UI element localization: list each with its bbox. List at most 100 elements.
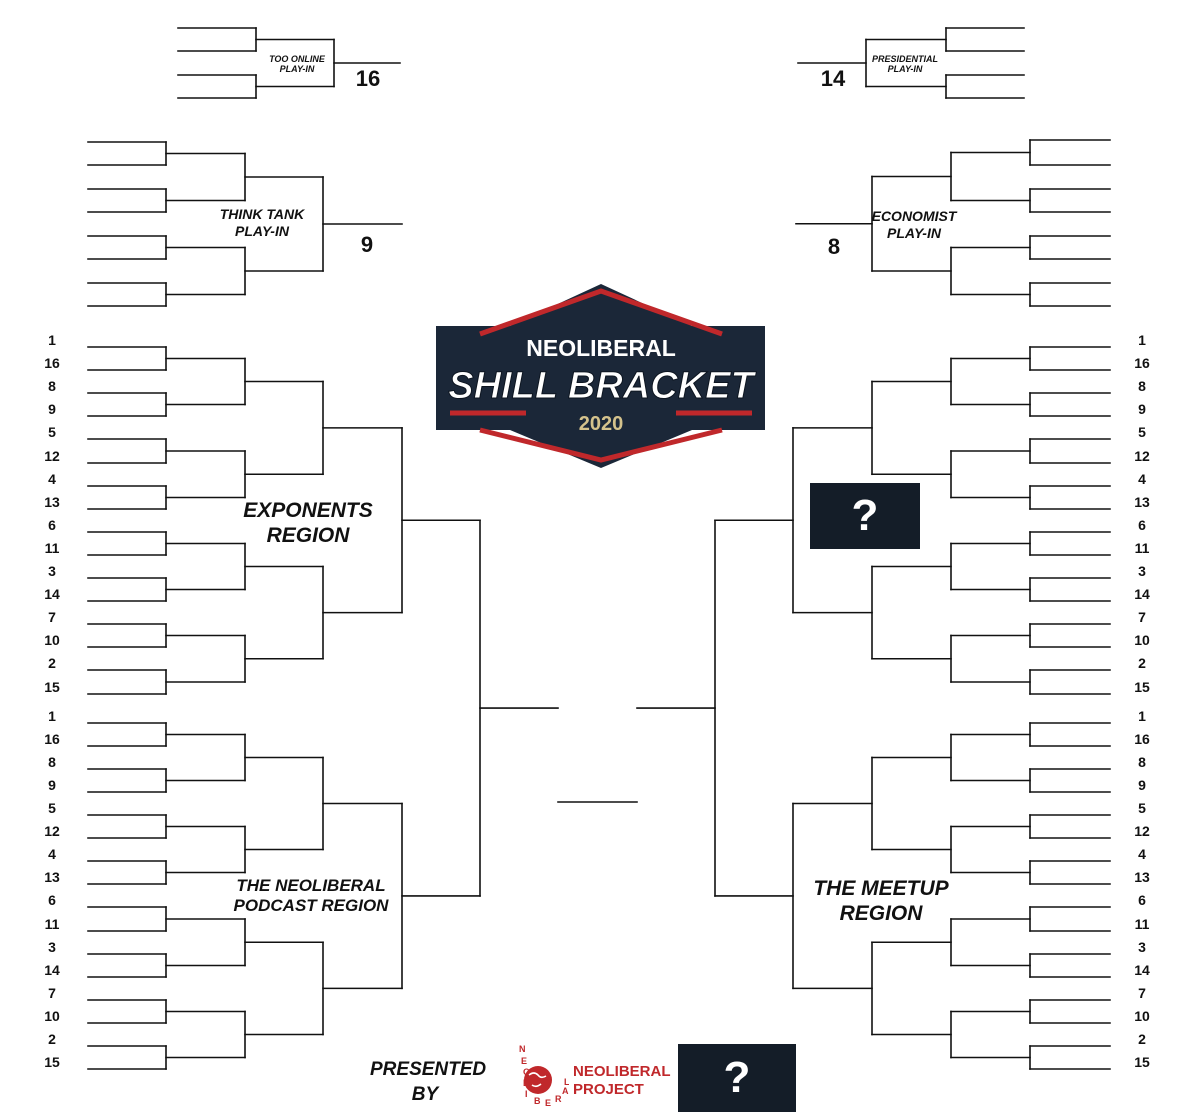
seed-number: 3 [48,939,56,955]
seed-number: 6 [1138,892,1146,908]
seed-number: 9 [1138,777,1146,793]
seed-number: 4 [48,471,56,487]
seed-number: 10 [1134,1008,1150,1024]
seed-number: 1 [48,332,56,348]
logo-line1: NEOLIBERAL [526,335,676,361]
logo-top-stripe [479,288,723,337]
exponents-region-line1: EXPONENTS [243,499,373,522]
mystery-sponsor-box: ? [678,1044,796,1112]
seed-number: 14 [44,586,60,602]
too-online-playin-label: TOO ONLINE PLAY-IN [252,54,342,74]
podcast-region-label: THE NEOLIBERAL PODCAST REGION [211,876,411,916]
seed-number: 13 [1134,494,1150,510]
seal-globe-lines [528,1072,547,1088]
think-tank-playin-line1: THINK TANK [219,206,305,222]
seal-letter: L [523,1078,529,1088]
think-tank-playin-label: THINK TANK PLAY-IN [202,206,322,240]
seed-number: 12 [44,448,60,464]
meetup-region-label: THE MEETUP REGION [781,876,981,926]
seed-number: 3 [1138,563,1146,579]
seed-number: 10 [44,632,60,648]
economist-playin-line2: PLAY-IN [887,225,941,241]
seed-number: 13 [44,494,60,510]
presented-by-line2: BY [411,1084,439,1105]
seed-number: 4 [1138,471,1146,487]
seed-number: 2 [1138,1031,1146,1047]
seed-number: 8 [1138,754,1146,770]
seed-number: 7 [1138,609,1146,625]
too-online-playin-line2: PLAY-IN [279,64,315,74]
seed-number: 4 [48,846,56,862]
seed-number: 3 [1138,939,1146,955]
think-tank-seed-number: 9 [360,232,374,257]
economist-seed-number: 8 [827,234,841,259]
presidential-playin-label: PRESIDENTIAL PLAY-IN [860,54,950,74]
too-online-playin-line1: TOO ONLINE [269,54,325,64]
seed-number: 14 [1134,586,1150,602]
seal-letter: L [564,1077,569,1087]
seed-number: 10 [44,1008,60,1024]
seed-number: 13 [44,869,60,885]
seed-number: 15 [1134,679,1150,695]
presidential-seed-number: 14 [820,66,846,91]
seed-number: 5 [48,424,56,440]
seal-letter: E [545,1098,551,1108]
logo-line2: SHILL BRACKET [448,365,756,407]
seed-number: 6 [48,892,56,908]
seed-number: 8 [48,378,56,394]
seed-number: 7 [1138,985,1146,1001]
presidential-playin-line1: PRESIDENTIAL [871,54,938,64]
seed-number: 6 [1138,517,1146,533]
seed-number: 12 [44,823,60,839]
seed-number: 11 [44,916,60,932]
seed-number: 7 [48,985,56,1001]
seed-number: 9 [48,401,56,417]
seed-number: 16 [44,731,60,747]
seed-number: 15 [44,679,60,695]
seed-number: 11 [1134,916,1150,932]
presidential-playin-line2: PLAY-IN [887,64,923,74]
mystery-region-placeholder: ? [810,483,920,549]
seed-number: 2 [1138,655,1146,671]
shill-bracket-logo: NEOLIBERAL SHILL BRACKET 2020 [436,284,765,468]
seed-number: 16 [1134,731,1150,747]
seed-number: 12 [1134,823,1150,839]
meetup-region-line1: THE MEETUP [813,877,949,900]
seed-number: 10 [1134,632,1150,648]
logo-banner [436,326,765,430]
seed-number: 16 [44,355,60,371]
seed-number: 4 [1138,846,1146,862]
economist-playin-line1: ECONOMIST [871,208,957,224]
seed-number: 13 [1134,869,1150,885]
seed-number: 16 [1134,355,1150,371]
seed-number: 2 [48,1031,56,1047]
mystery-sponsor-question-mark: ? [723,1053,751,1102]
seed-number: 7 [48,609,56,625]
exponents-region-label: EXPONENTS REGION [208,498,408,548]
seed-number: 5 [1138,424,1146,440]
seal-letter: N [519,1044,526,1054]
seed-number: 9 [48,777,56,793]
seed-number: 3 [48,563,56,579]
too-online-seed-number: 16 [355,66,381,91]
seed-number: 1 [1138,332,1146,348]
mystery-region-question-mark: ? [851,491,879,540]
podcast-region-line2: PODCAST REGION [233,896,389,915]
logo-year: 2020 [579,413,624,435]
seed-number: 15 [1134,1054,1150,1070]
seal-letter: R [555,1094,562,1104]
seed-number: 5 [48,800,56,816]
neoliberal-project-name: NEOLIBERAL PROJECT [573,1063,671,1099]
seed-number: 9 [1138,401,1146,417]
economist-playin-label: ECONOMIST PLAY-IN [854,208,974,242]
seed-number: 1 [48,708,56,724]
podcast-region-line1: THE NEOLIBERAL [236,876,386,895]
seed-number: 14 [44,962,60,978]
meetup-region-line2: REGION [839,902,923,925]
logo-bottom-stripe [479,427,723,463]
presented-by-label: PRESENTED BY [370,1057,486,1107]
think-tank-playin-line2: PLAY-IN [235,223,289,239]
